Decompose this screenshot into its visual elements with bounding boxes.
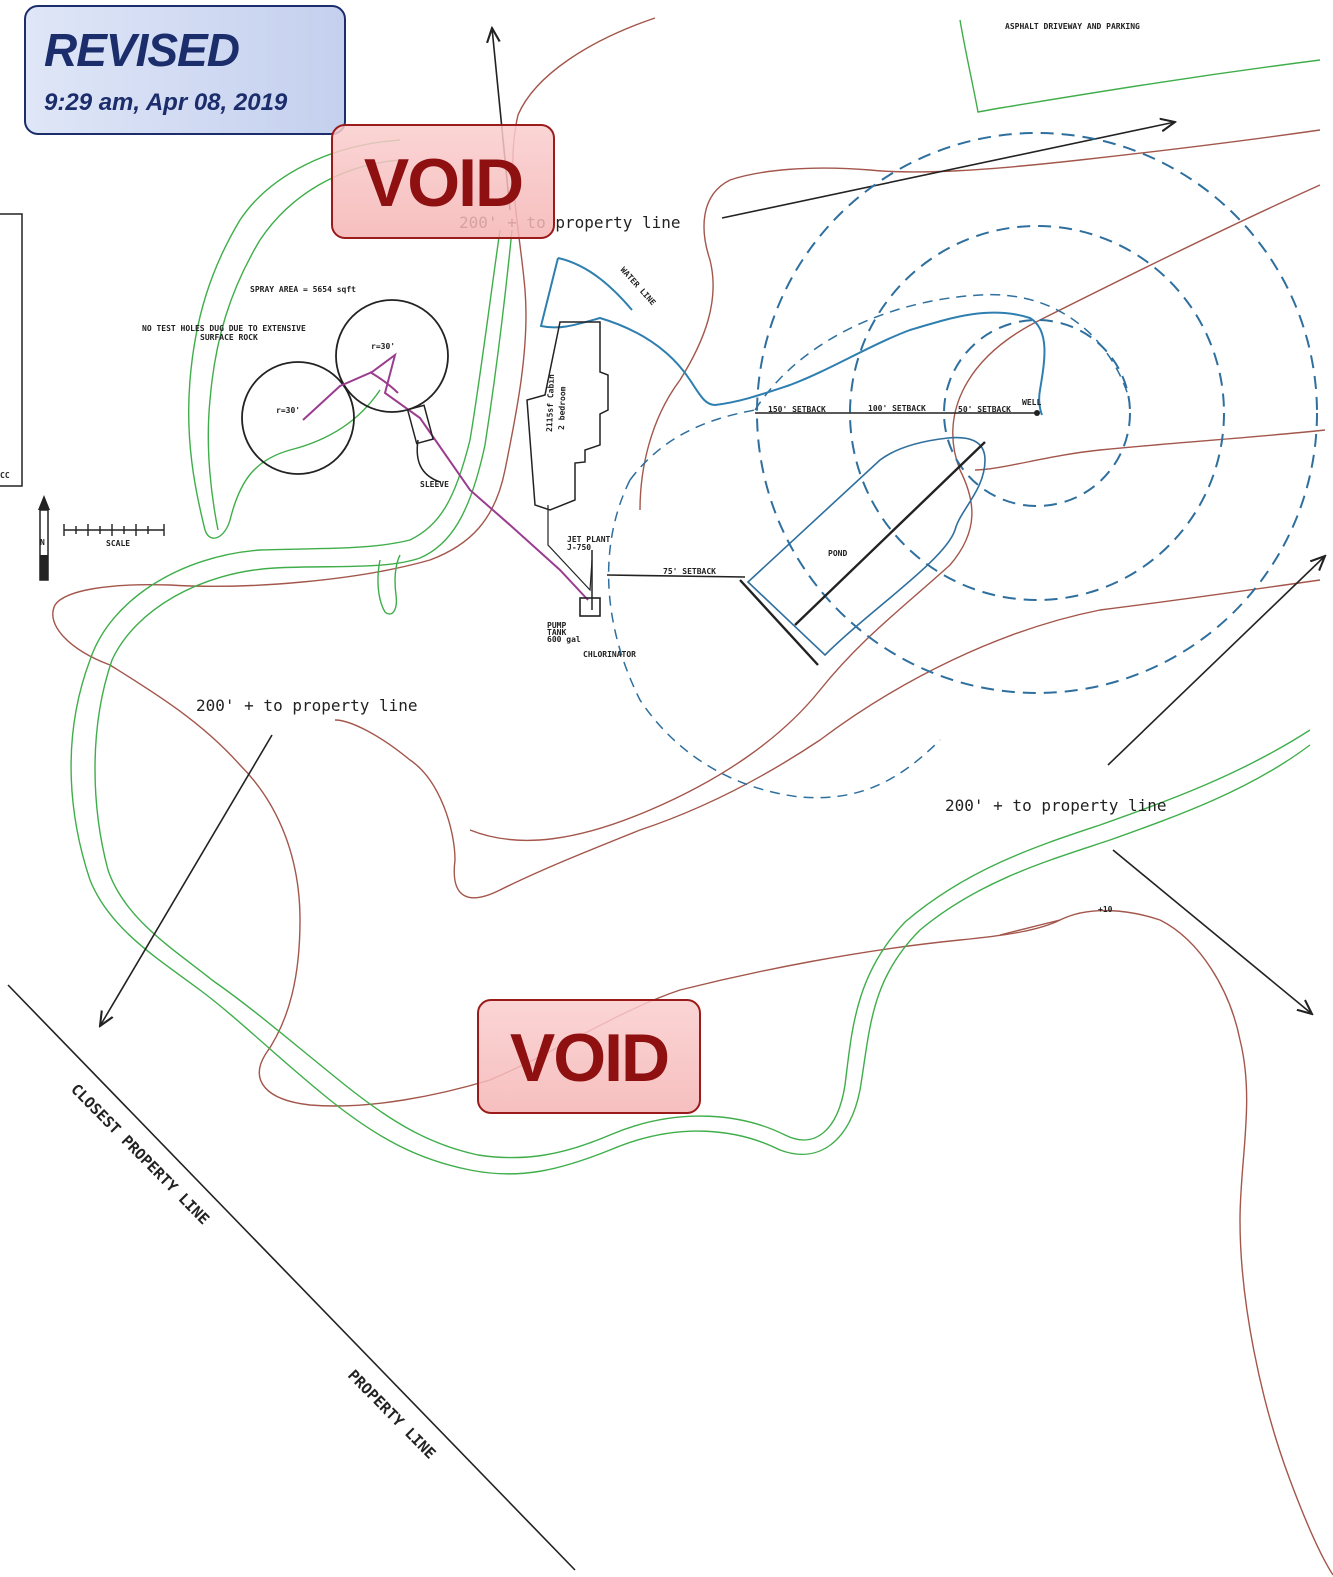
north-arrow-icon bbox=[38, 495, 50, 581]
scale-label: SCALE bbox=[106, 539, 130, 548]
pump-tank-label-1: PUMP bbox=[547, 621, 566, 630]
revised-title: REVISED bbox=[44, 24, 240, 76]
jet-plant-label-2: J-750 bbox=[567, 543, 591, 552]
pump-chamber-box bbox=[406, 404, 435, 445]
elevation-label: +10 bbox=[1098, 905, 1113, 914]
water-line bbox=[539, 257, 1046, 416]
cabin-outline bbox=[526, 321, 609, 511]
void-stamp-top: VOID bbox=[331, 124, 555, 239]
revised-timestamp: 9:29 am, Apr 08, 2019 bbox=[44, 89, 288, 116]
well-marker bbox=[1034, 410, 1040, 416]
pump-tank-label-3: 600 gal bbox=[547, 635, 581, 644]
pump-tank bbox=[579, 597, 601, 617]
pond-label: POND bbox=[828, 549, 847, 558]
pump-tank-label-2: TANK bbox=[547, 628, 566, 637]
void-text-top: VOID bbox=[363, 145, 524, 221]
well-label: WELL bbox=[1022, 398, 1041, 407]
pond bbox=[746, 436, 986, 657]
setback-75-label: 75' SETBACK bbox=[663, 567, 716, 576]
setback-circles bbox=[607, 132, 1318, 799]
setback-150-label: 150' SETBACK bbox=[768, 405, 826, 414]
radius-label-right: r=30' bbox=[371, 342, 395, 351]
dimension-arrows bbox=[100, 28, 1325, 1026]
chlorinator-label: CHLORINATOR bbox=[583, 650, 636, 659]
frame-edge bbox=[0, 213, 23, 487]
north-label: N bbox=[40, 538, 45, 547]
setback-100-label: 100' SETBACK bbox=[868, 404, 926, 413]
no-test-label-2: SURFACE ROCK bbox=[200, 333, 258, 342]
radius-label-left: r=30' bbox=[276, 406, 300, 415]
cabin-label-2: 2 bedroom bbox=[557, 386, 568, 430]
scale-bar bbox=[63, 524, 165, 536]
green-boundary-lines bbox=[70, 19, 1321, 1175]
sleeve-label: SLEEVE bbox=[420, 480, 449, 489]
pond-dimension bbox=[794, 441, 986, 626]
distribution-pipes bbox=[302, 352, 589, 601]
void-text-bottom: VOID bbox=[509, 1020, 670, 1096]
cc-label: CC bbox=[0, 471, 10, 480]
void-stamp-bottom: VOID bbox=[477, 999, 701, 1114]
property-line-label-right: 200' + to property line bbox=[945, 796, 1167, 815]
asphalt-label: ASPHALT DRIVEWAY AND PARKING bbox=[1005, 22, 1140, 31]
closest-property-line-label: CLOSEST PROPERTY LINE bbox=[67, 1080, 213, 1228]
revised-stamp: REVISED 9:29 am, Apr 08, 2019 bbox=[24, 5, 346, 135]
spray-circles bbox=[241, 299, 449, 475]
property-line-label-left: 200' + to property line bbox=[196, 696, 418, 715]
spray-area-label: SPRAY AREA = 5654 sqft bbox=[250, 285, 356, 294]
setback-50-label: 50' SETBACK bbox=[958, 405, 1011, 414]
cabin-label-1: 2115sf Cabin bbox=[544, 374, 556, 432]
contour-lines bbox=[52, 17, 1333, 1576]
property-line bbox=[7, 984, 576, 1571]
no-test-label-1: NO TEST HOLES DUG DUE TO EXTENSIVE bbox=[142, 324, 306, 333]
setback-line-75 bbox=[606, 574, 746, 578]
jet-plant-label-1: JET PLANT bbox=[567, 535, 611, 544]
